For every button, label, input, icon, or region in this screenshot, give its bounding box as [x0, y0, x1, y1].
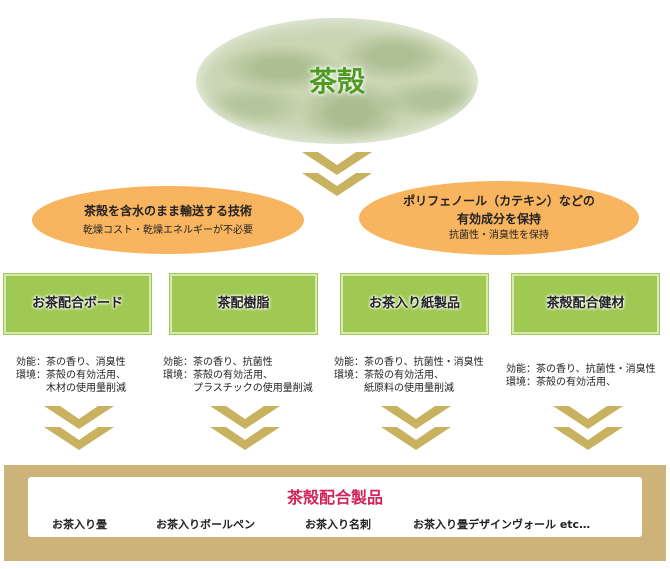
products-panel: [28, 477, 642, 537]
material-effects: 効能：茶の香り、抗菌性・消臭性 環境：茶殻の有効活用、: [506, 364, 656, 388]
technology-polyphenol: ポリフェノール（カテキン）などの 有効成分を保持 抗菌性・消臭性を保持: [359, 181, 639, 255]
product-item: お茶入り畳デザインヴォール etc…: [413, 518, 591, 531]
material-box-resin: 茶配樹脂: [169, 273, 318, 335]
material-label: お茶入り紙製品: [368, 296, 460, 311]
down-chevron-icon: [302, 152, 372, 196]
material-label: 茶配樹脂: [217, 296, 270, 311]
product-item: お茶入り名刺: [305, 518, 371, 531]
material-box-building: 茶殻配合健材: [511, 273, 660, 335]
material-effects: 効能：茶の香り、抗菌性 環境：茶殻の有効活用、 プラスチックの使用量削減: [163, 357, 313, 394]
tea-leaf-image: [196, 18, 478, 144]
material-box-paper: お茶入り紙製品: [340, 273, 489, 335]
down-chevron-icon: [381, 406, 451, 450]
down-chevron-icon: [210, 406, 280, 450]
product-item: お茶入りボールペン: [156, 518, 255, 531]
down-chevron-icon: [44, 406, 114, 450]
material-label: お茶配合ボード: [31, 296, 123, 311]
material-box-board: お茶配合ボード: [3, 273, 152, 335]
technology-main-text: 茶殻を含水のまま輸送する技術: [83, 204, 252, 218]
technology-transport: 茶殻を含水のまま輸送する技術 乾燥コスト・乾燥エネルギーが不必要: [32, 186, 304, 254]
material-effects: 効能：茶の香り、消臭性 環境：茶殻の有効活用、 木材の使用量削減: [16, 357, 126, 394]
source-title: 茶殻: [308, 65, 365, 98]
material-label: 茶殻配合健材: [546, 296, 625, 311]
technology-sub-text: 乾燥コスト・乾燥エネルギーが不必要: [83, 225, 253, 236]
technology-main-text: ポリフェノール（カテキン）などの: [403, 194, 595, 208]
products-title: 茶殻配合製品: [286, 488, 383, 507]
material-effects: 効能：茶の香り、抗菌性・消臭性 環境：茶殻の有効活用、 紙原料の使用量削減: [334, 357, 484, 394]
technology-sub-text: 抗菌性・消臭性を保持: [449, 230, 549, 241]
product-item: お茶入り畳: [52, 518, 107, 531]
down-chevron-icon: [553, 406, 623, 450]
technology-main-text-2: 有効成分を保持: [456, 212, 541, 226]
